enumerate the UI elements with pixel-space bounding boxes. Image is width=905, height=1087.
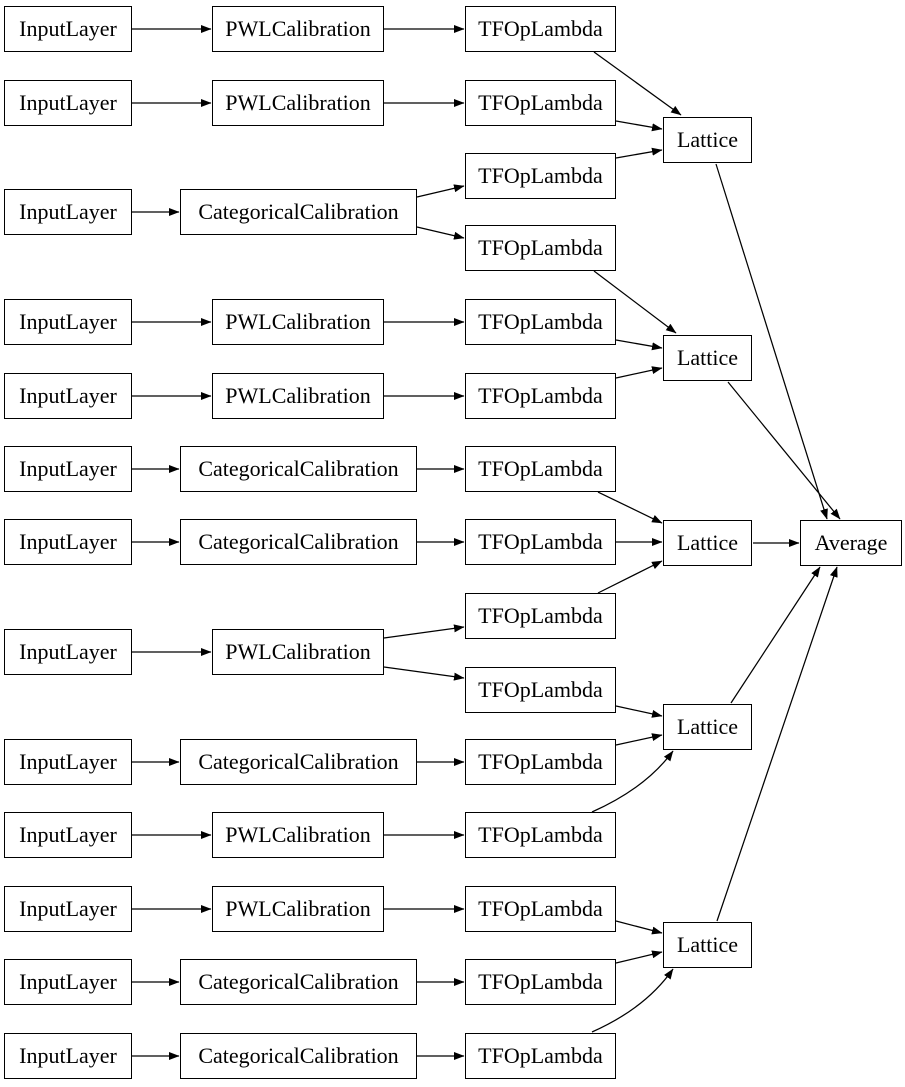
edge-lat4-to-avg bbox=[730, 566, 821, 704]
node-tf7: TFOpLambda bbox=[465, 446, 616, 492]
node-cal12: CategoricalCalibration bbox=[180, 959, 417, 1005]
node-in8: InputLayer bbox=[4, 629, 132, 675]
edge-tf11-to-lat4 bbox=[615, 733, 663, 746]
edge-tf4-to-lat2 bbox=[593, 270, 677, 334]
node-tf14: TFOpLambda bbox=[465, 959, 616, 1005]
node-tf12: TFOpLambda bbox=[465, 812, 616, 858]
node-cal8: PWLCalibration bbox=[212, 629, 384, 675]
edge-lat1-to-avg bbox=[715, 163, 828, 520]
edge-cal8-to-tf10 bbox=[383, 666, 465, 681]
node-cal11: PWLCalibration bbox=[212, 886, 384, 932]
edge-tf13-to-lat5 bbox=[615, 920, 663, 935]
edge-tf1-to-lat1 bbox=[593, 51, 682, 116]
node-cal9: CategoricalCalibration bbox=[180, 739, 417, 785]
edge-tf3-to-lat1 bbox=[615, 147, 663, 159]
node-cal6: CategoricalCalibration bbox=[180, 446, 417, 492]
node-cal4: PWLCalibration bbox=[212, 299, 384, 345]
node-in6: InputLayer bbox=[4, 446, 132, 492]
node-cal7: CategoricalCalibration bbox=[180, 519, 417, 565]
edge-tf9-to-lat3 bbox=[597, 560, 663, 594]
node-cal1: PWLCalibration bbox=[212, 6, 384, 52]
edge-tf2-to-lat1 bbox=[615, 120, 663, 132]
node-lat3: Lattice bbox=[663, 520, 752, 566]
node-in13: InputLayer bbox=[4, 1033, 132, 1079]
edge-cal3-to-tf3 bbox=[416, 184, 465, 198]
edge-tf12-to-lat4 bbox=[591, 750, 674, 813]
node-cal2: PWLCalibration bbox=[212, 80, 384, 126]
node-tf1: TFOpLambda bbox=[465, 6, 616, 52]
node-tf6: TFOpLambda bbox=[465, 373, 616, 419]
edge-tf14-to-lat5 bbox=[615, 950, 663, 964]
edge-lat2-to-avg bbox=[727, 381, 841, 520]
node-lat5: Lattice bbox=[663, 922, 752, 968]
node-lat2: Lattice bbox=[663, 335, 752, 381]
edge-lat5-to-avg bbox=[716, 566, 838, 922]
node-lat4: Lattice bbox=[663, 704, 752, 750]
node-tf5: TFOpLambda bbox=[465, 299, 616, 345]
node-in9: InputLayer bbox=[4, 739, 132, 785]
node-cal13: CategoricalCalibration bbox=[180, 1033, 417, 1079]
node-in1: InputLayer bbox=[4, 6, 132, 52]
node-tf13: TFOpLambda bbox=[465, 886, 616, 932]
node-tf11: TFOpLambda bbox=[465, 739, 616, 785]
node-tf15: TFOpLambda bbox=[465, 1033, 616, 1079]
node-cal3: CategoricalCalibration bbox=[180, 189, 417, 235]
node-tf4: TFOpLambda bbox=[465, 225, 616, 271]
node-in4: InputLayer bbox=[4, 299, 132, 345]
node-avg: Average bbox=[800, 520, 902, 566]
edge-tf6-to-lat2 bbox=[615, 366, 663, 379]
edge-cal3-to-tf4 bbox=[416, 226, 465, 240]
edge-tf10-to-lat4 bbox=[615, 705, 663, 718]
edge-cal8-to-tf9 bbox=[383, 624, 465, 639]
node-tf8: TFOpLambda bbox=[465, 519, 616, 565]
node-in11: InputLayer bbox=[4, 886, 132, 932]
node-in3: InputLayer bbox=[4, 189, 132, 235]
node-in5: InputLayer bbox=[4, 373, 132, 419]
node-tf9: TFOpLambda bbox=[465, 593, 616, 639]
node-cal5: PWLCalibration bbox=[212, 373, 384, 419]
node-tf10: TFOpLambda bbox=[465, 667, 616, 713]
edge-tf15-to-lat5 bbox=[591, 968, 674, 1033]
node-in12: InputLayer bbox=[4, 959, 132, 1005]
node-in2: InputLayer bbox=[4, 80, 132, 126]
node-lat1: Lattice bbox=[663, 117, 752, 163]
node-in7: InputLayer bbox=[4, 519, 132, 565]
edge-tf5-to-lat2 bbox=[615, 339, 663, 351]
node-cal10: PWLCalibration bbox=[212, 812, 384, 858]
node-in10: InputLayer bbox=[4, 812, 132, 858]
edge-tf7-to-lat3 bbox=[597, 491, 663, 524]
node-tf3: TFOpLambda bbox=[465, 153, 616, 199]
node-tf2: TFOpLambda bbox=[465, 80, 616, 126]
